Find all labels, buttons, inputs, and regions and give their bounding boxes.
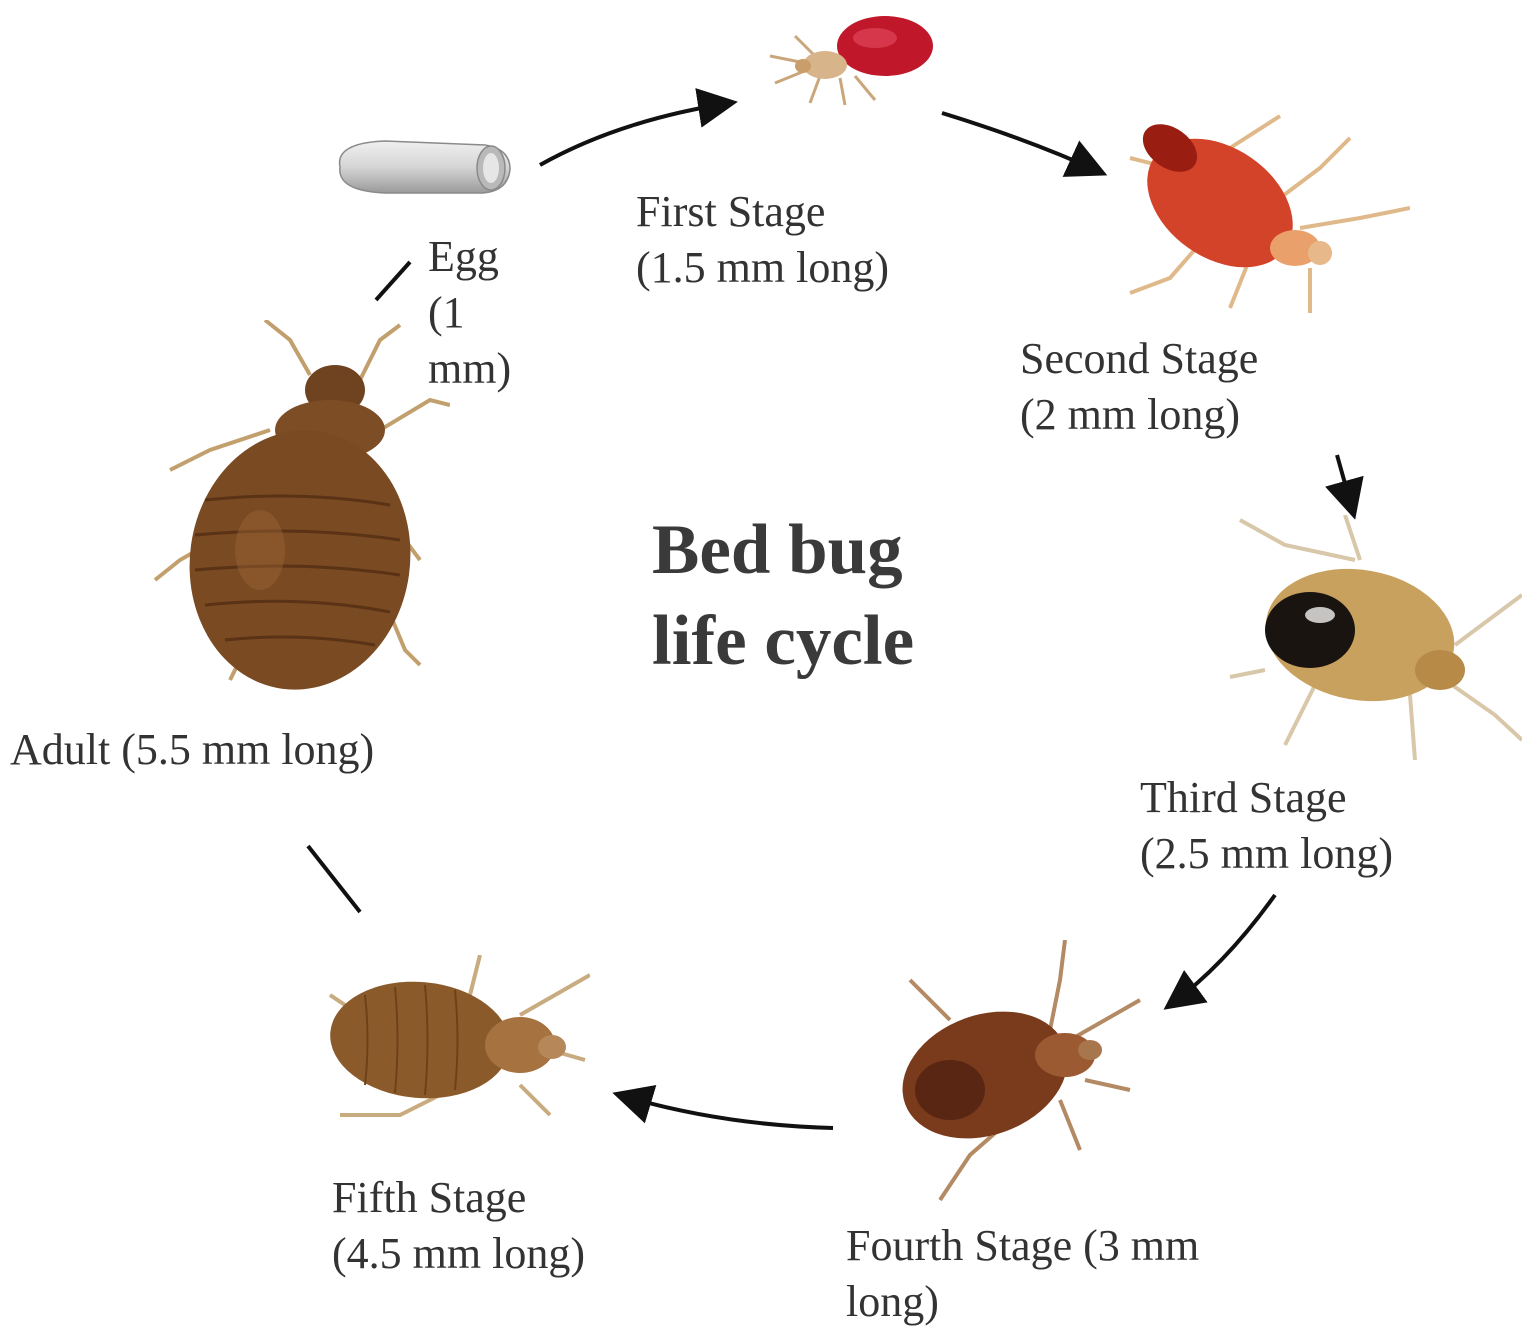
third-stage-nymph-illustration [1225,515,1522,760]
egg-label-line-1: Egg [428,229,511,285]
adult-label-line-1: Adult (5.5 mm long) [10,722,374,778]
arrow-second-to-third [1337,455,1353,512]
egg-illustration [325,135,520,200]
arrow-fourth-to-fifth [620,1095,833,1128]
second-stage-label-line-1: Second Stage [1020,331,1258,387]
adult-label: Adult (5.5 mm long) [10,722,374,778]
fourth-stage-label: Fourth Stage (3 mm long) [846,1218,1199,1330]
third-stage-label-line-1: Third Stage [1140,770,1393,826]
first-stage-nymph-illustration [755,8,940,108]
title-line-1: Bed bug [652,505,914,596]
egg-label: Egg (1 mm) [428,229,511,397]
egg-label-line-2: (1 [428,285,511,341]
adult-bed-bug-illustration [150,320,450,715]
fourth-stage-nymph-illustration [890,940,1150,1205]
first-stage-label: First Stage (1.5 mm long) [636,184,889,296]
first-stage-label-line-1: First Stage [636,184,889,240]
egg-label-line-3: mm) [428,341,511,397]
fifth-stage-label: Fifth Stage (4.5 mm long) [332,1170,585,1282]
title-line-2: life cycle [652,596,914,687]
third-stage-label-line-2: (2.5 mm long) [1140,826,1393,882]
arrow-first-to-second [942,113,1100,172]
fifth-stage-label-line-2: (4.5 mm long) [332,1226,585,1282]
first-stage-label-line-2: (1.5 mm long) [636,240,889,296]
second-stage-label-line-2: (2 mm long) [1020,387,1258,443]
arrow-adult-to-egg [376,262,410,300]
arrow-egg-to-first [540,103,730,165]
fifth-stage-label-line-1: Fifth Stage [332,1170,585,1226]
diagram-title: Bed bug life cycle [652,505,914,687]
second-stage-label: Second Stage (2 mm long) [1020,331,1258,443]
fourth-stage-label-line-2: long) [846,1274,1199,1330]
fourth-stage-label-line-1: Fourth Stage (3 mm [846,1218,1199,1274]
arrow-fifth-to-adult [308,846,360,912]
third-stage-label: Third Stage (2.5 mm long) [1140,770,1393,882]
second-stage-nymph-illustration [1110,108,1410,318]
arrow-third-to-fourth [1170,895,1275,1005]
fifth-stage-nymph-illustration [320,955,590,1130]
